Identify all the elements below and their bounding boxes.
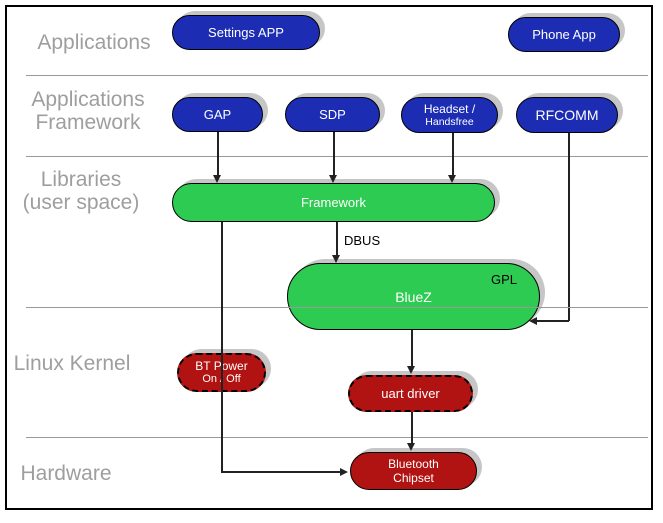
- arrow-uart-to-chipset: [411, 412, 413, 444]
- separator-hardware: [26, 437, 648, 438]
- arrow-headset-to-framework: [452, 133, 454, 176]
- arrow-gap-to-framework: [217, 132, 219, 176]
- node-bluez: BlueZ GPL: [287, 263, 540, 330]
- arrowhead-uart: [407, 366, 415, 374]
- arrowhead-chipset-left: [340, 468, 348, 476]
- arrowhead-dbus: [332, 255, 340, 263]
- arrow-sdp-to-framework: [333, 132, 335, 176]
- arrow-rfcomm-to-bluez-vertical: [568, 133, 570, 321]
- separator-kernel: [26, 307, 648, 308]
- arrowhead-headset: [448, 175, 456, 183]
- arrowhead-sdp: [329, 175, 337, 183]
- arrowhead-chipset-top: [407, 443, 415, 451]
- arrow-bluez-to-uart: [411, 330, 413, 367]
- node-bluetooth-chipset: Bluetooth Chipset: [350, 452, 477, 490]
- node-rfcomm: RFCOMM: [516, 97, 618, 133]
- node-headset-handsfree: Headset / Handsfree: [401, 97, 498, 133]
- node-uart-driver: uart driver: [348, 375, 473, 412]
- layer-label-applications: Applications: [37, 31, 151, 54]
- arrowhead-gap: [213, 175, 221, 183]
- layer-label-linux-kernel: Linux Kernel: [13, 352, 131, 375]
- separator-applications: [26, 75, 648, 76]
- arrowhead-rfcomm: [529, 317, 537, 325]
- separator-framework: [26, 156, 648, 157]
- arrow-framework-to-bluez: [336, 222, 338, 256]
- layer-label-applications-framework: Applications Framework: [31, 88, 145, 134]
- node-framework: Framework: [172, 183, 495, 222]
- layer-label-hardware: Hardware: [20, 462, 112, 485]
- arrow-framework-to-chipset-vertical: [221, 222, 223, 472]
- layer-label-libraries: Libraries (user space): [22, 168, 140, 214]
- gpl-tag: GPL: [490, 272, 517, 287]
- dbus-label: DBUS: [344, 233, 381, 248]
- node-gap: GAP: [172, 97, 263, 132]
- arrow-framework-to-chipset-horizontal: [221, 471, 340, 473]
- arrow-rfcomm-to-bluez-horizontal: [536, 320, 569, 322]
- diagram-border: [5, 5, 653, 510]
- node-settings-app: Settings APP: [172, 15, 320, 50]
- node-phone-app: Phone App: [508, 17, 620, 52]
- node-sdp: SDP: [285, 97, 380, 132]
